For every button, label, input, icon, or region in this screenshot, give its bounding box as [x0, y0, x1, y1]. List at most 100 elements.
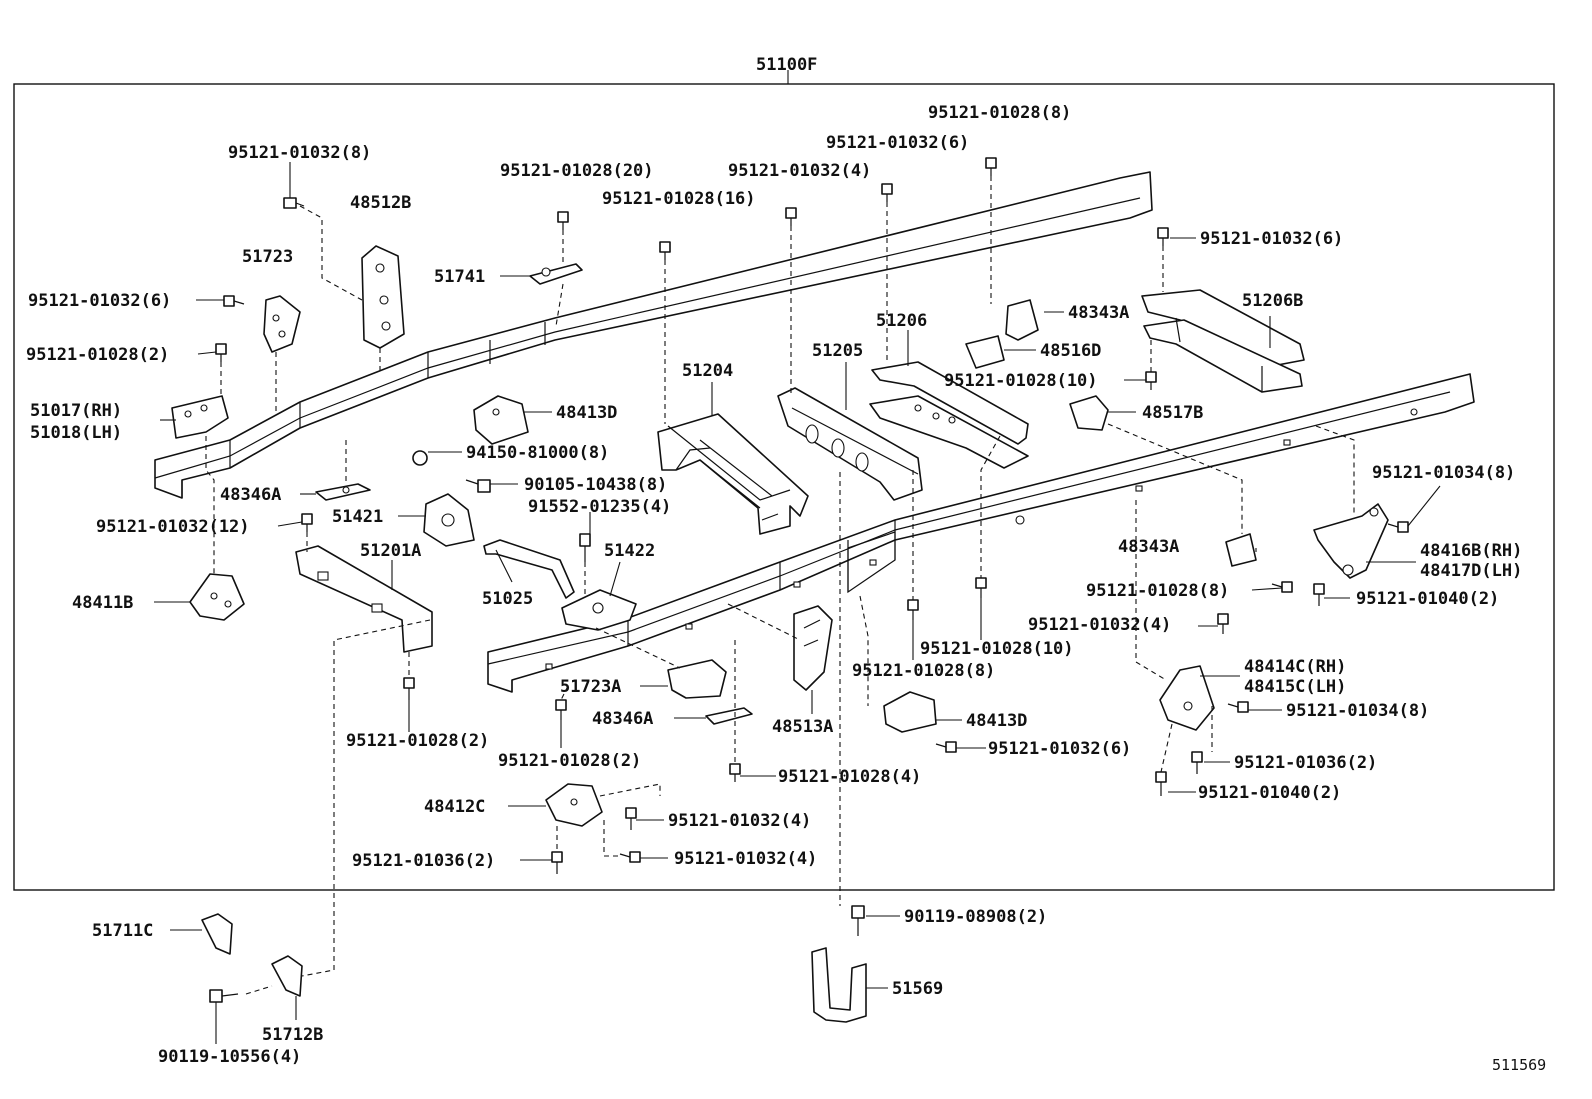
bolt-icon: [935, 741, 957, 753]
label-51422: 51422: [604, 541, 655, 561]
label-95121-01028-2-bottom-a: 95121-01028(2): [346, 731, 489, 751]
label-95121-01032-6-top: 95121-01032(6): [826, 133, 969, 153]
label-95121-01032-4-bottom-b: 95121-01032(4): [674, 849, 817, 869]
label-95121-01028-16: 95121-01028(16): [602, 189, 756, 209]
label-48343A-top: 48343A: [1068, 303, 1129, 323]
label-51204: 51204: [682, 361, 733, 381]
bolt-icon: [851, 905, 865, 936]
leader-lines: [154, 162, 1441, 1044]
bracket-48517B: [1069, 395, 1109, 431]
label-90119-08908: 90119-08908(2): [904, 907, 1047, 927]
bolt-icon: [579, 533, 591, 562]
bolt-icon: [555, 699, 567, 720]
bracket-48416B-48417D: [1313, 503, 1389, 579]
label-95121-01028-20: 95121-01028(20): [500, 161, 654, 181]
label-51711C: 51711C: [92, 921, 153, 941]
label-95121-01040-2-bottom: 95121-01040(2): [1198, 783, 1341, 803]
bolt-icon: [785, 207, 797, 226]
label-95121-01028-2-bottom-b: 95121-01028(2): [498, 751, 641, 771]
mount-51421: [423, 493, 475, 547]
label-95121-01034-8-bottom: 95121-01034(8): [1286, 701, 1429, 721]
bracket-51741: [529, 263, 583, 285]
label-48413D-lower: 48413D: [966, 711, 1027, 731]
bracket-48343A-upper: [1005, 299, 1039, 341]
label-51421: 51421: [332, 507, 383, 527]
bolt-icon: [1313, 583, 1325, 606]
label-48412C: 48412C: [424, 797, 485, 817]
rod-51025: [483, 539, 575, 599]
label-51569: 51569: [892, 979, 943, 999]
bracket-48413D-lower: [883, 691, 937, 733]
pad-48346A-left: [315, 483, 371, 501]
label-95121-01032-6-top-right: 95121-01032(6): [1200, 229, 1343, 249]
label-95121-01028-8-bottom: 95121-01028(8): [852, 661, 995, 681]
bolt-icon: [985, 157, 997, 176]
crossmember-51204: [657, 413, 809, 535]
label-95121-01036-2-right: 95121-01036(2): [1234, 753, 1377, 773]
label-94150-81000: 94150-81000(8): [466, 443, 609, 463]
bracket-51017-51018: [171, 395, 229, 439]
label-95121-01028-2-left: 95121-01028(2): [26, 345, 169, 365]
bolt-icon: [659, 241, 671, 260]
bolt-icon: [619, 851, 641, 863]
bracket-51723: [263, 295, 301, 353]
bracket-51723A: [667, 659, 727, 699]
label-51018-lh: 51018(LH): [30, 423, 122, 443]
label-51025: 51025: [482, 589, 533, 609]
label-90105-10438: 90105-10438(8): [524, 475, 667, 495]
label-48517B: 48517B: [1142, 403, 1203, 423]
stopper-51711C: [201, 913, 233, 955]
bracket-48412C: [545, 783, 603, 827]
bolt-icon: [729, 763, 741, 782]
pad-48346A-lower: [705, 707, 753, 725]
bracket-48413D-upper: [473, 395, 529, 445]
label-48417D-lh: 48417D(LH): [1420, 561, 1522, 581]
bracket-48414C-48415C: [1159, 665, 1215, 731]
label-95121-01032-4-bottom-a: 95121-01032(4): [668, 811, 811, 831]
bolt-icon: [403, 677, 415, 700]
label-90119-10556: 90119-10556(4): [158, 1047, 301, 1067]
label-48415C-lh: 48415C(LH): [1244, 677, 1346, 697]
label-91552-01235: 91552-01235(4): [528, 497, 671, 517]
label-95121-01028-10-bottom: 95121-01028(10): [920, 639, 1074, 659]
label-51201A: 51201A: [360, 541, 421, 561]
bolt-icon: [1155, 771, 1167, 796]
label-48346A-left: 48346A: [220, 485, 281, 505]
part-labels: 95121-01032(8) 48512B 51723 95121-01032(…: [26, 103, 1522, 1067]
bracket-48513A: [793, 605, 833, 691]
label-95121-01032-4-top: 95121-01032(4): [728, 161, 871, 181]
label-95121-01028-4: 95121-01028(4): [778, 767, 921, 787]
bolt-icon: [551, 851, 563, 874]
bolt-icon: [1217, 613, 1229, 634]
assembly-label: 51100F: [756, 55, 817, 75]
bolt-icon: [557, 211, 569, 230]
label-51205: 51205: [812, 341, 863, 361]
crossmember-51206: [869, 361, 1029, 469]
label-48516D: 48516D: [1040, 341, 1101, 361]
nut-icon: [412, 450, 428, 466]
label-51206B: 51206B: [1242, 291, 1303, 311]
label-51017-rh: 51017(RH): [30, 401, 122, 421]
bracket-48343A-lower: [1225, 533, 1257, 567]
right-side-rail: [487, 373, 1475, 693]
crossmember-51206B: [1141, 289, 1305, 393]
left-side-rail: [154, 171, 1153, 499]
bolt-icon: [975, 577, 987, 598]
bracket-48516D: [965, 335, 1005, 369]
label-95121-01028-8-right: 95121-01028(8): [1086, 581, 1229, 601]
bolt-icon: [1191, 751, 1203, 774]
bracket-48411B: [189, 573, 245, 621]
bolt-icon: [1271, 581, 1293, 593]
figure-number: 511569: [1492, 1056, 1546, 1074]
bolt-icon: [625, 807, 637, 830]
label-48346A-lower: 48346A: [592, 709, 653, 729]
label-51723: 51723: [242, 247, 293, 267]
bolt-icon: [1157, 227, 1169, 246]
label-51723A: 51723A: [560, 677, 621, 697]
label-95121-01034-8-right: 95121-01034(8): [1372, 463, 1515, 483]
label-48343A-right: 48343A: [1118, 537, 1179, 557]
bolt-icon: [881, 183, 893, 202]
label-48416B-rh: 48416B(RH): [1420, 541, 1522, 561]
bolt-icon: [301, 513, 313, 532]
